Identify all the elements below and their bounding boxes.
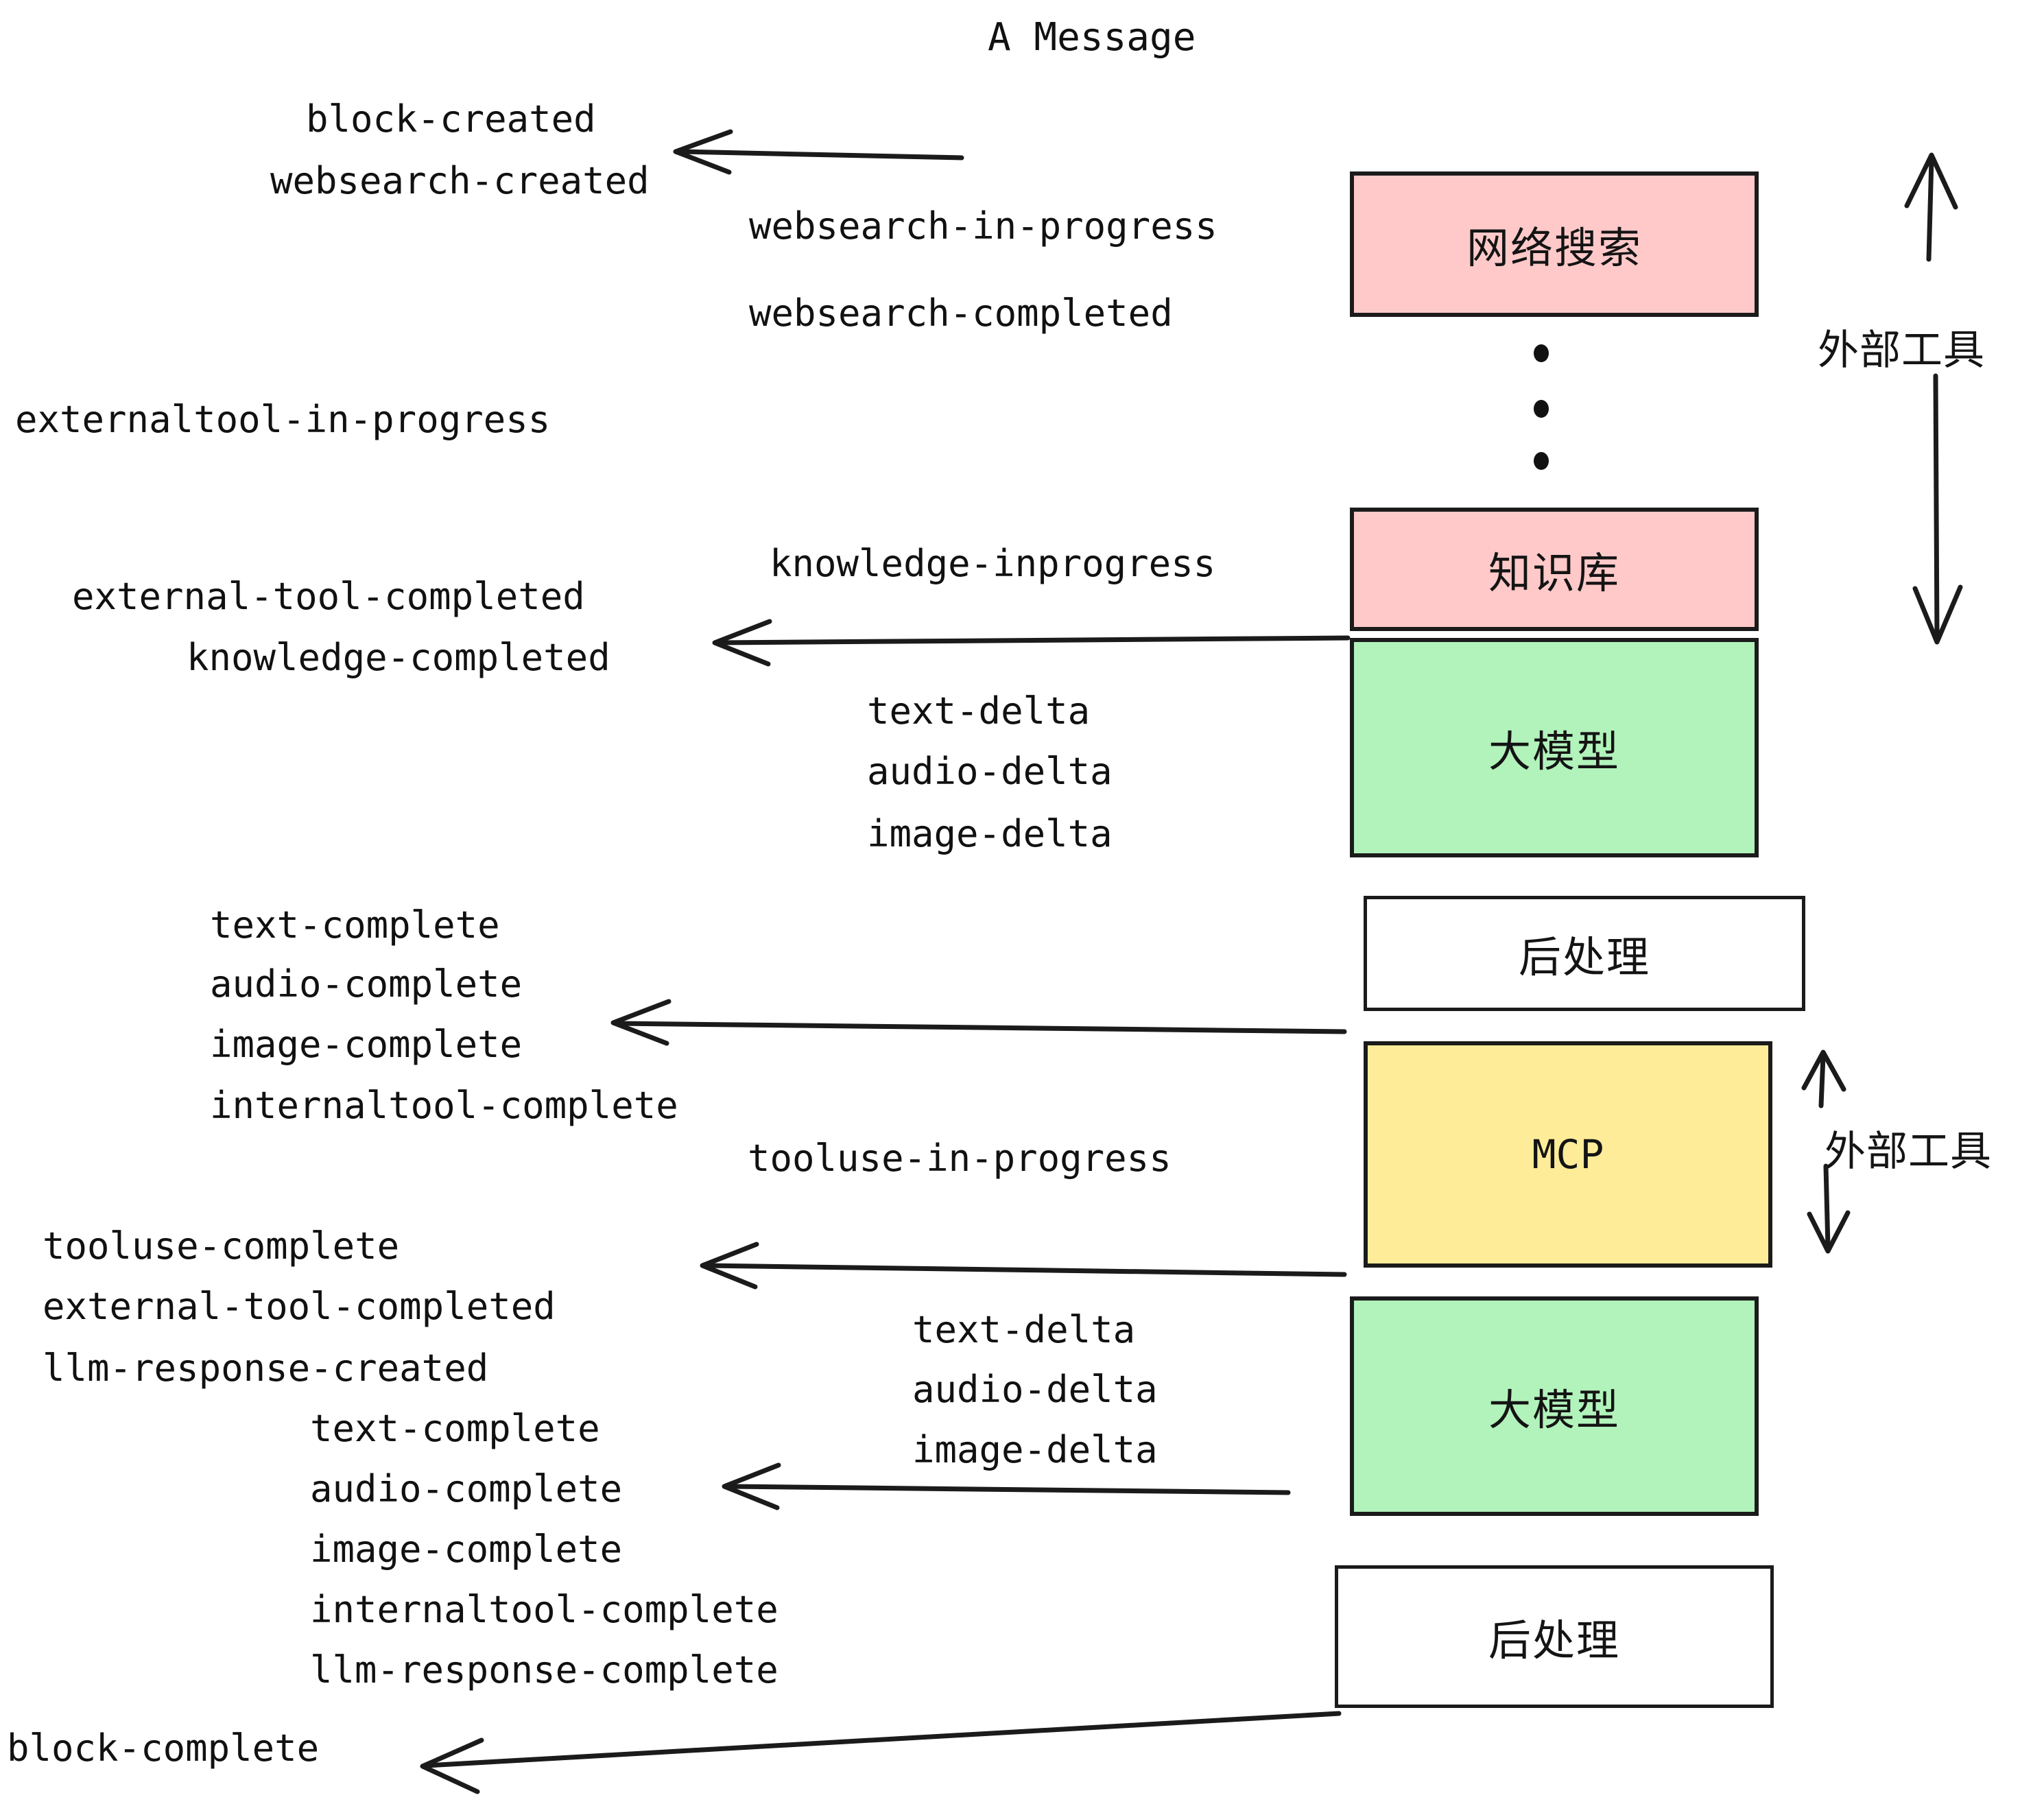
node-knowledge-label: 知识库 — [1488, 548, 1620, 598]
node-knowledge[interactable]: 知识库 — [1350, 508, 1759, 631]
ellipsis-dot-3 — [1534, 452, 1549, 470]
event-websearch-completed: websearch-completed — [749, 292, 1173, 335]
arrow-mcp-to-tooluse-complete — [700, 1242, 1347, 1290]
event-audio-delta-2: audio-delta — [912, 1368, 1158, 1411]
event-audio-complete-1: audio-complete — [210, 962, 523, 1006]
ellipsis-dot-1 — [1534, 344, 1549, 362]
node-postprocess-1-label: 后处理 — [1518, 932, 1650, 982]
arrow-websearch-to-created — [673, 129, 964, 175]
page-title: A Message — [988, 15, 1196, 60]
event-image-delta-1: image-delta — [867, 812, 1113, 855]
event-websearch-in-progress: websearch-in-progress — [749, 204, 1217, 248]
ellipsis-dot-2 — [1534, 400, 1549, 418]
node-llm-2[interactable]: 大模型 — [1350, 1296, 1759, 1516]
event-websearch-created: websearch-created — [270, 159, 650, 202]
arrow-postprocess1-to-image-complete — [610, 999, 1347, 1046]
node-llm-2-label: 大模型 — [1488, 1385, 1620, 1435]
event-text-delta-1: text-delta — [867, 689, 1091, 733]
event-image-complete-1: image-complete — [210, 1023, 523, 1066]
node-llm-1-label: 大模型 — [1488, 726, 1620, 776]
arrow-llm2-to-audio-complete — [722, 1462, 1291, 1510]
node-websearch-label: 网络搜索 — [1466, 223, 1642, 273]
arrow-external-tool-top — [1904, 152, 1963, 645]
event-block-created: block-created — [306, 97, 596, 141]
node-postprocess-1[interactable]: 后处理 — [1364, 896, 1805, 1011]
node-postprocess-2[interactable]: 后处理 — [1335, 1565, 1774, 1708]
event-text-complete-1: text-complete — [210, 903, 500, 947]
event-image-complete-2: image-complete — [310, 1528, 623, 1571]
node-websearch[interactable]: 网络搜索 — [1350, 171, 1759, 317]
event-internaltool-complete-1: internaltool-complete — [210, 1084, 678, 1127]
node-mcp[interactable]: MCP — [1364, 1041, 1772, 1268]
node-mcp-label: MCP — [1532, 1131, 1604, 1178]
arrow-postprocess2-to-block-complete — [420, 1711, 1342, 1794]
event-llm-response-created: llm-response-created — [43, 1346, 489, 1390]
event-external-tool-completed-1: external-tool-completed — [72, 575, 585, 618]
event-image-delta-2: image-delta — [912, 1428, 1158, 1471]
side-label-external-tool-bottom: 外部工具 — [1825, 1128, 1992, 1176]
event-block-complete: block-complete — [7, 1726, 320, 1770]
event-audio-complete-2: audio-complete — [310, 1467, 623, 1510]
event-knowledge-inprogress: knowledge-inprogress — [770, 542, 1216, 585]
event-externaltool-in-progress: externaltool-in-progress — [15, 398, 551, 441]
node-llm-1[interactable]: 大模型 — [1350, 638, 1759, 857]
node-postprocess-2-label: 后处理 — [1488, 1615, 1620, 1665]
event-text-delta-2: text-delta — [912, 1308, 1136, 1351]
side-label-external-tool-top: 外部工具 — [1818, 327, 1985, 375]
event-external-tool-completed-2: external-tool-completed — [43, 1285, 556, 1328]
arrow-knowledge-to-completed — [712, 619, 1351, 667]
event-internaltool-complete-2: internaltool-complete — [310, 1588, 779, 1631]
event-text-complete-2: text-complete — [310, 1407, 600, 1450]
event-audio-delta-1: audio-delta — [867, 750, 1113, 793]
event-tooluse-in-progress: tooluse-in-progress — [748, 1137, 1172, 1180]
event-llm-response-complete: llm-response-complete — [310, 1648, 779, 1692]
event-knowledge-completed: knowledge-completed — [187, 636, 610, 679]
event-tooluse-complete: tooluse-complete — [43, 1224, 400, 1268]
